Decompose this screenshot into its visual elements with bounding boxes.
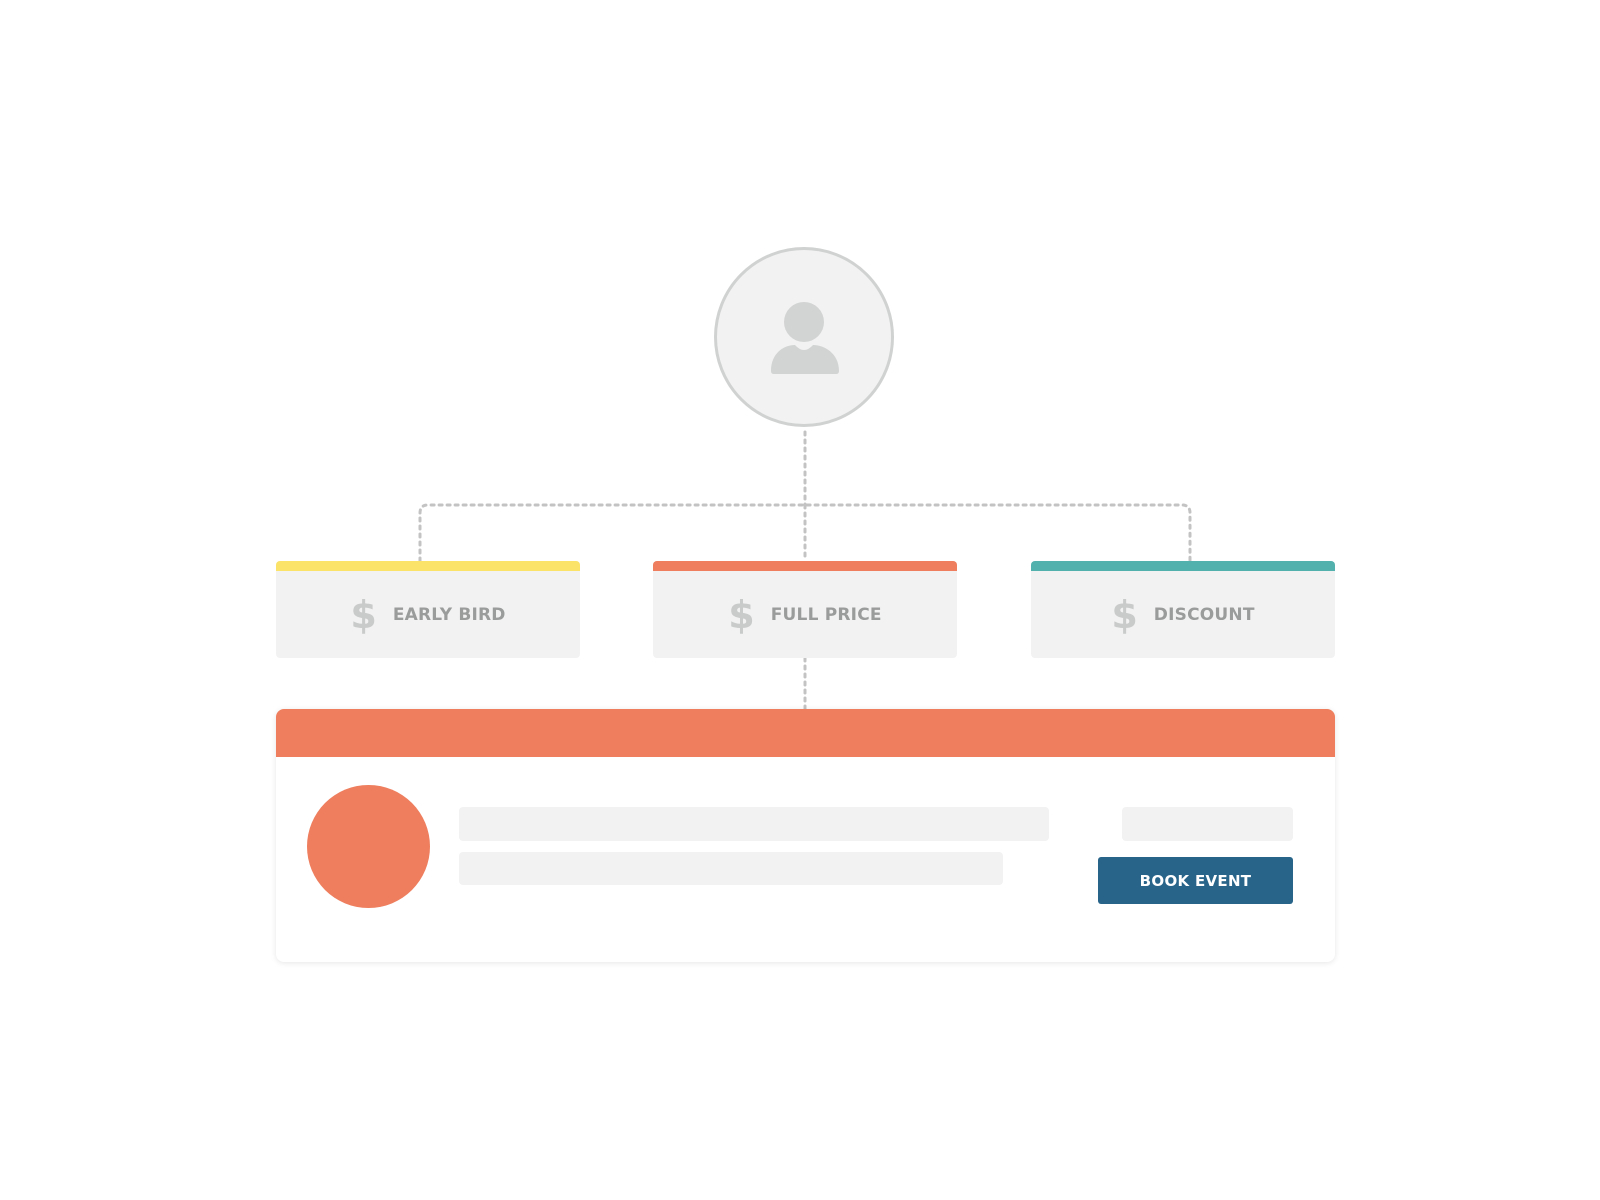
price-option-label: EARLY BIRD	[392, 604, 506, 625]
event-card: BOOK EVENT	[276, 709, 1335, 962]
dollar-icon: $	[350, 592, 377, 637]
user-icon	[771, 302, 839, 374]
price-option-label: FULL PRICE	[770, 604, 882, 625]
user-node	[714, 247, 894, 427]
event-card-header	[276, 709, 1335, 757]
discount-color-bar	[1031, 561, 1335, 571]
price-option-discount[interactable]: $ DISCOUNT	[1031, 561, 1335, 658]
event-price-placeholder	[1122, 807, 1293, 841]
event-image	[307, 785, 430, 908]
dollar-icon: $	[728, 592, 755, 637]
price-option-label: DISCOUNT	[1153, 604, 1255, 625]
early-bird-color-bar	[276, 561, 580, 571]
price-option-content: $ EARLY BIRD	[276, 571, 580, 658]
dollar-icon: $	[1111, 592, 1138, 637]
event-details-placeholder	[459, 852, 1003, 885]
price-option-full-price[interactable]: $ FULL PRICE	[653, 561, 957, 658]
price-option-early-bird[interactable]: $ EARLY BIRD	[276, 561, 580, 658]
price-option-content: $ FULL PRICE	[653, 571, 957, 658]
event-title-placeholder	[459, 807, 1049, 841]
book-event-button[interactable]: BOOK EVENT	[1098, 857, 1293, 904]
connector-branch-horizontal	[418, 503, 1192, 563]
price-option-content: $ DISCOUNT	[1031, 571, 1335, 658]
full-price-color-bar	[653, 561, 957, 571]
